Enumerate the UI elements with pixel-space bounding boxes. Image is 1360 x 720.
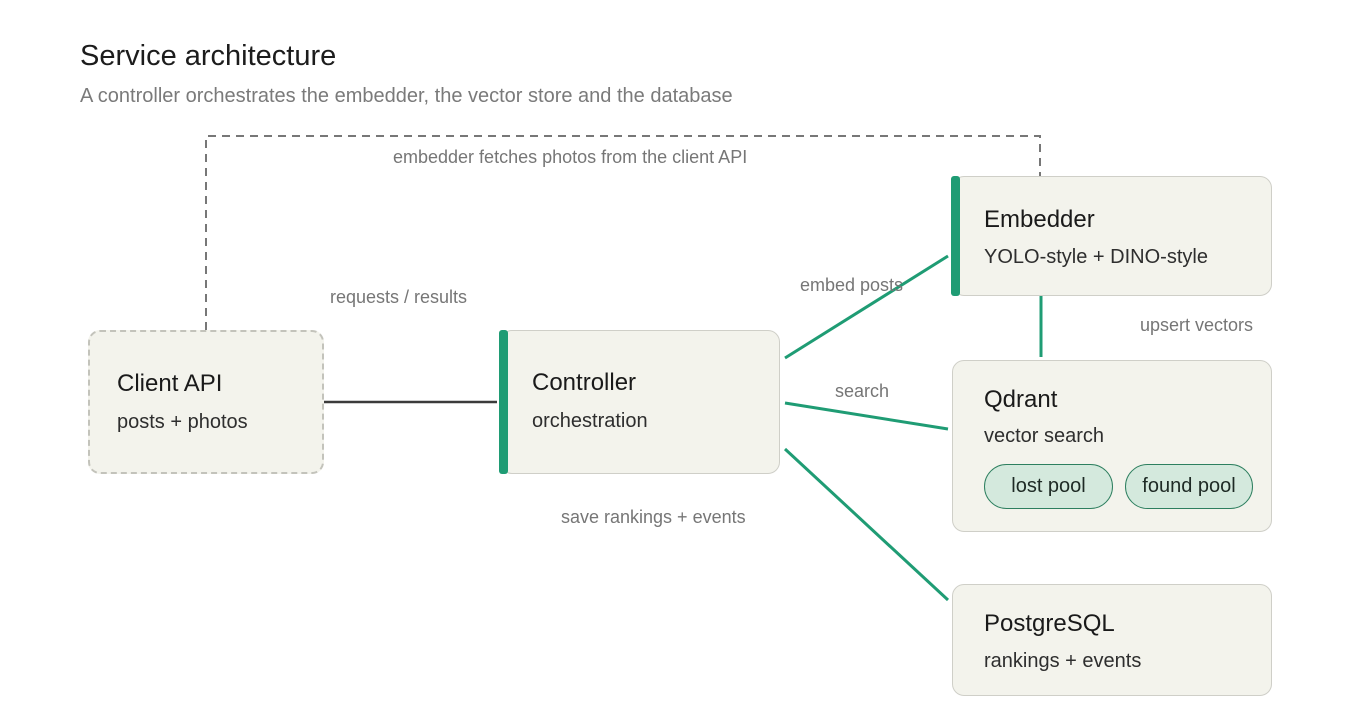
client-api-node: Client API posts + photos xyxy=(88,330,324,474)
requests-results-label: requests / results xyxy=(330,287,468,307)
embedder-desc: YOLO-style + DINO-style xyxy=(984,246,1208,268)
embed-posts-label: embed posts xyxy=(800,275,904,295)
save-rankings-label: save rankings + events xyxy=(561,507,746,527)
client-api-desc: posts + photos xyxy=(117,411,248,433)
postgres-desc: rankings + events xyxy=(984,650,1142,672)
embed-posts-connector xyxy=(784,254,949,360)
search-connector xyxy=(784,401,949,431)
controller-desc: orchestration xyxy=(532,410,648,432)
lost-pool-chip: lost pool xyxy=(984,464,1113,509)
save-rankings-connector xyxy=(783,447,950,602)
client-api-name: Client API xyxy=(117,370,223,397)
qdrant-name: Qdrant xyxy=(984,386,1058,413)
diagram-title: Service architecture xyxy=(80,40,337,72)
embedder-name: Embedder xyxy=(984,206,1095,233)
controller-node: Controller orchestration xyxy=(499,330,780,474)
search-label: search xyxy=(835,381,890,401)
upsert-vectors-label: upsert vectors xyxy=(1140,315,1254,335)
controller-accent-bar xyxy=(499,330,508,474)
embedder-node: Embedder YOLO-style + DINO-style xyxy=(951,176,1272,296)
qdrant-desc: vector search xyxy=(984,425,1105,447)
found-pool-chip: found pool xyxy=(1125,464,1253,509)
qdrant-node: Qdrant vector search lost pool found poo… xyxy=(952,360,1272,532)
fetch-photos-label: embedder fetches photos from the client … xyxy=(393,147,748,167)
controller-name: Controller xyxy=(532,369,637,396)
embedder-accent-bar xyxy=(951,176,960,296)
postgres-node: PostgreSQL rankings + events xyxy=(952,584,1272,696)
diagram-subtitle: A controller orchestrates the embedder, … xyxy=(80,85,733,107)
postgres-name: PostgreSQL xyxy=(984,610,1115,637)
